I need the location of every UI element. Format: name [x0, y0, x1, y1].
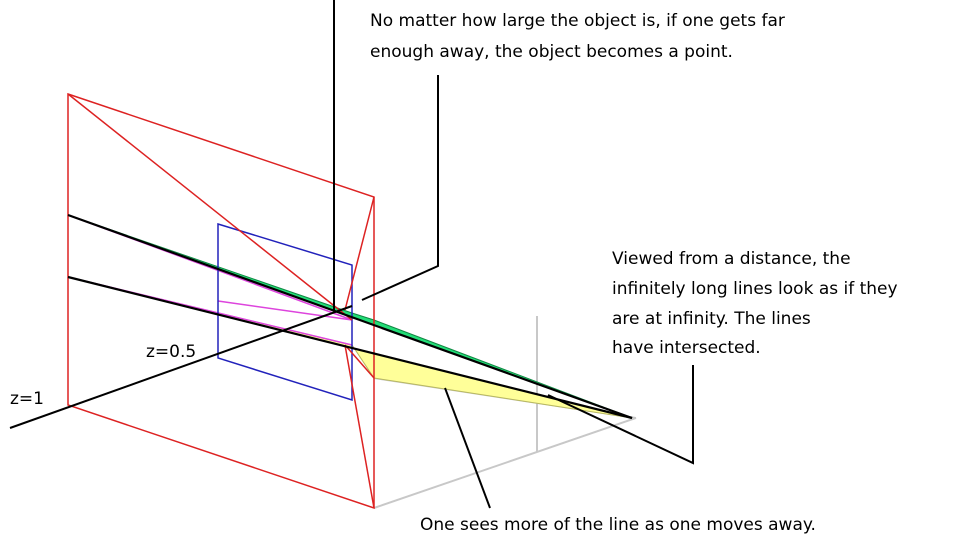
annotation-infinity: Viewed from a distance, the infinitely l…: [612, 249, 898, 358]
inner-plane: [217, 222, 353, 402]
outer-plane: [67, 92, 375, 510]
annotation-more-line: One sees more of the line as one moves a…: [420, 515, 816, 535]
annotation-infinity-line-1: Viewed from a distance, the: [612, 249, 851, 269]
parallel-lines: [67, 213, 633, 420]
magenta-projection-edges: [67, 214, 353, 346]
outer-diagonal: [67, 93, 353, 321]
leader-lines: [333, 0, 694, 509]
z-one-label: z=1: [10, 389, 44, 409]
annotation-infinity-line-4: have intersected.: [612, 338, 761, 358]
annotation-infinity-line-3: are at infinity. The lines: [612, 309, 811, 329]
z-half-label: z=0.5: [146, 342, 196, 362]
leader-more-line: [444, 387, 491, 509]
magenta-edge-3: [217, 300, 353, 321]
z-axis-line: [9, 305, 353, 429]
annotation-infinity-line-2: infinitely long lines look as if they: [612, 279, 898, 299]
annotation-point: No matter how large the object is, if on…: [370, 11, 785, 62]
leader-point: [361, 75, 439, 301]
annotation-point-line-1: No matter how large the object is, if on…: [370, 11, 785, 31]
upper-parallel-line: [67, 213, 633, 420]
annotation-point-line-2: enough away, the object becomes a point.: [370, 42, 733, 62]
leader-infinity: [547, 365, 694, 465]
apex-edge-2: [344, 344, 375, 509]
ground-edge-front: [373, 417, 637, 509]
apex-edge-3: [344, 344, 375, 379]
inner-plane-rect: [217, 222, 353, 402]
lower-parallel-line: [67, 275, 633, 420]
apex-edge-1: [344, 196, 375, 311]
